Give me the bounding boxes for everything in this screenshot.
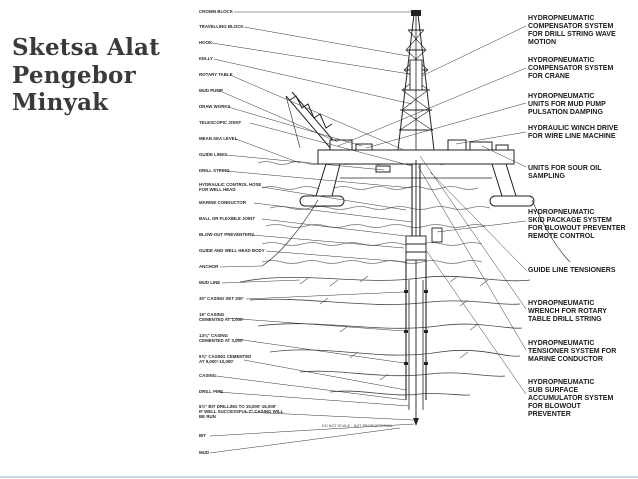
label-draw-works: DRAW WORKS — [199, 104, 231, 109]
casing-shoes — [404, 290, 428, 365]
label-30in-casing: 30" CASING SET 200' — [199, 296, 244, 301]
slide-title: Sketsa Alat Pengebor Minyak — [12, 34, 177, 117]
derrick-tower — [397, 13, 435, 160]
label-subsurface-accumulator: HYDROPNEUMATIC SUB SURFACE ACCUMULATOR S… — [528, 379, 615, 418]
label-bit: BIT — [199, 433, 206, 438]
label-13in-casing: 13⅜" CASING CEMENTED AT 3,000' — [199, 333, 243, 343]
label-mud-pump: MUD PUMP — [199, 88, 223, 93]
label-hydraulic-control-hose: HYDRAULIC CONTROL HOSE FOR WELL HEAD — [199, 182, 263, 192]
drilling-rig-diagram: CROWN BLOCK TRAVELLING BLOCK HOOK KELLY … — [199, 9, 628, 455]
label-blow-out-preventers: BLOW-OUT PREVENTERS — [199, 232, 254, 237]
label-crown-block: CROWN BLOCK — [199, 9, 234, 14]
left-labels: CROWN BLOCK TRAVELLING BLOCK HOOK KELLY … — [199, 9, 285, 455]
left-leader-lines — [209, 11, 415, 454]
label-guide-line-tensioners: GUIDE LINE TENSIONERS — [528, 267, 616, 274]
label-8in-bit: 8½" BIT DRILLING TO 15,000'-16,000' IF W… — [199, 404, 285, 419]
slide-title-line-2: Pengebor — [12, 61, 136, 89]
label-hook: HOOK — [199, 40, 213, 45]
label-drill-pipe: DRILL PIPE — [199, 389, 223, 394]
platform-legs — [299, 163, 535, 207]
label-compensator-crane: HYDROPNEUMATIC COMPENSATOR SYSTEM FOR CR… — [528, 57, 615, 80]
slide-title-line-1: Sketsa Alat — [12, 34, 160, 61]
anchor-lines — [261, 199, 571, 267]
label-travelling-block: TRAVELLING BLOCK — [199, 24, 244, 29]
footnote: DO NOT SCALE · NOT PROPORTIONAL — [322, 424, 393, 428]
label-mud-line: MUD LINE — [199, 280, 220, 285]
label-9in-casing: 9⅝" CASING CEMENTED AT 9,000'-10,000' — [199, 354, 253, 364]
label-anchor: ANCHOR — [199, 264, 219, 269]
label-rotary-wrench: HYDROPNEUMATIC WRENCH FOR ROTARY TABLE D… — [528, 300, 609, 323]
right-labels: HYDROPNEUMATIC COMPENSATOR SYSTEM FOR DR… — [528, 15, 628, 418]
label-kelly: KELLY — [199, 56, 213, 61]
strata-hatching — [299, 275, 489, 381]
label-16in-casing: 16" CASING CEMENTED AT 1,000' — [199, 312, 243, 322]
marine-riser — [405, 160, 427, 420]
label-rotary-table: ROTARY TABLE — [199, 72, 233, 77]
slide-title-line-3: Minyak — [12, 89, 109, 117]
drill-bit — [413, 418, 419, 426]
label-hydraulic-winch: HYDRAULIC WINCH DRIVE FOR WIRE LINE MACH… — [528, 125, 620, 140]
sea-waves — [257, 161, 491, 264]
label-mud: MUD — [199, 450, 209, 455]
label-compensator-drill-string: HYDROPNEUMATIC COMPENSATOR SYSTEM FOR DR… — [528, 15, 618, 46]
label-sour-oil-sampling: UNITS FOR SOUR OIL SAMPLING — [528, 165, 603, 180]
label-guide-well-head-body: GUIDE AND WELL HEAD BODY — [199, 248, 265, 253]
label-drill-string: DRILL STRING — [199, 168, 230, 173]
seabed-strata — [239, 275, 531, 396]
bottom-divider — [0, 476, 638, 478]
label-marine-conductor: MARINE CONDUCTOR — [199, 200, 247, 205]
right-leader-lines — [337, 25, 527, 395]
crown-block — [411, 10, 421, 16]
label-conductor-tensioner: HYDROPNEUMATIC TENSIONER SYSTEM FOR MARI… — [528, 340, 618, 363]
label-mean-sea-level: MEAN SEA LEVEL — [199, 136, 238, 141]
platform-deck — [317, 139, 515, 173]
label-bop-remote-control: HYDROPNEUMATIC SKID PACKAGE SYSTEM FOR B… — [528, 209, 628, 240]
blowout-preventer — [405, 227, 443, 261]
label-ball-flexible-joint: BALL OR FLEXIBLE JOINT — [199, 216, 255, 221]
label-casing: CASING — [199, 373, 217, 378]
label-guide-lines: GUIDE LINES — [199, 152, 227, 157]
label-telescopic-joint: TELESCOPIC JOINT — [199, 120, 242, 125]
label-mud-pump-damping: HYDROPNEUMATIC UNITS FOR MUD PUMP PULSAT… — [528, 93, 608, 116]
